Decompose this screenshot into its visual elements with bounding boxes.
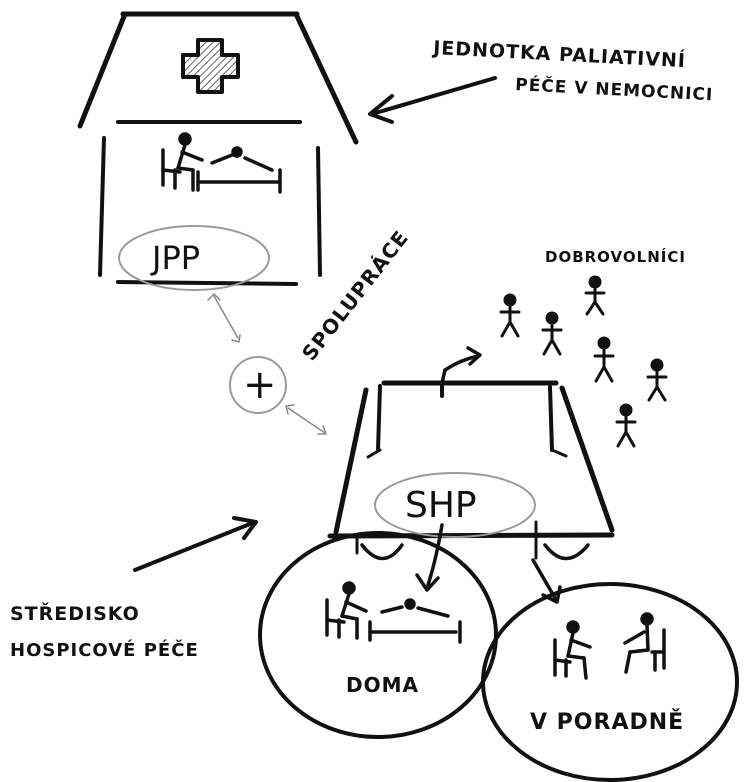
stredisko-label-line1: STŘEDISKO (10, 602, 140, 625)
volunteers-label: DOBROVOLNÍCI (545, 247, 686, 266)
spoluprace-label: SPOLUPRÁCE (297, 226, 413, 365)
person-at-bed-icon (161, 132, 282, 194)
home-circle (258, 531, 498, 739)
cart-to-home-arrow (415, 523, 444, 592)
two-people-talking-icon (553, 612, 666, 680)
shp-ellipse (374, 472, 536, 538)
plus-circle (229, 356, 287, 414)
cooperation-arrows (207, 293, 327, 435)
person-at-bed-icon (325, 581, 462, 644)
shp-label: SHP (405, 485, 477, 526)
counseling-circle (481, 582, 739, 782)
volunteers-arrow (440, 346, 482, 385)
stredisko-label-line2: HOSPICOVÉ PÉČE (10, 639, 199, 661)
jpp-ellipse (118, 225, 270, 291)
stredisko-arrow (133, 516, 258, 572)
hospital-arrow (368, 76, 497, 124)
jpp-label: JPP (150, 239, 200, 277)
home-label: DOMA (346, 673, 419, 697)
volunteer-figure-icon (499, 275, 668, 448)
counseling-label: V PORADNĚ (530, 709, 684, 735)
hospital-label-line1: JEDNOTKA PALIATIVNÍ (431, 36, 687, 72)
medical-cross-icon (181, 38, 240, 94)
hospital-label-line2: PÉČE V NEMOCNICI (515, 73, 714, 105)
plus-label: + (243, 362, 277, 408)
